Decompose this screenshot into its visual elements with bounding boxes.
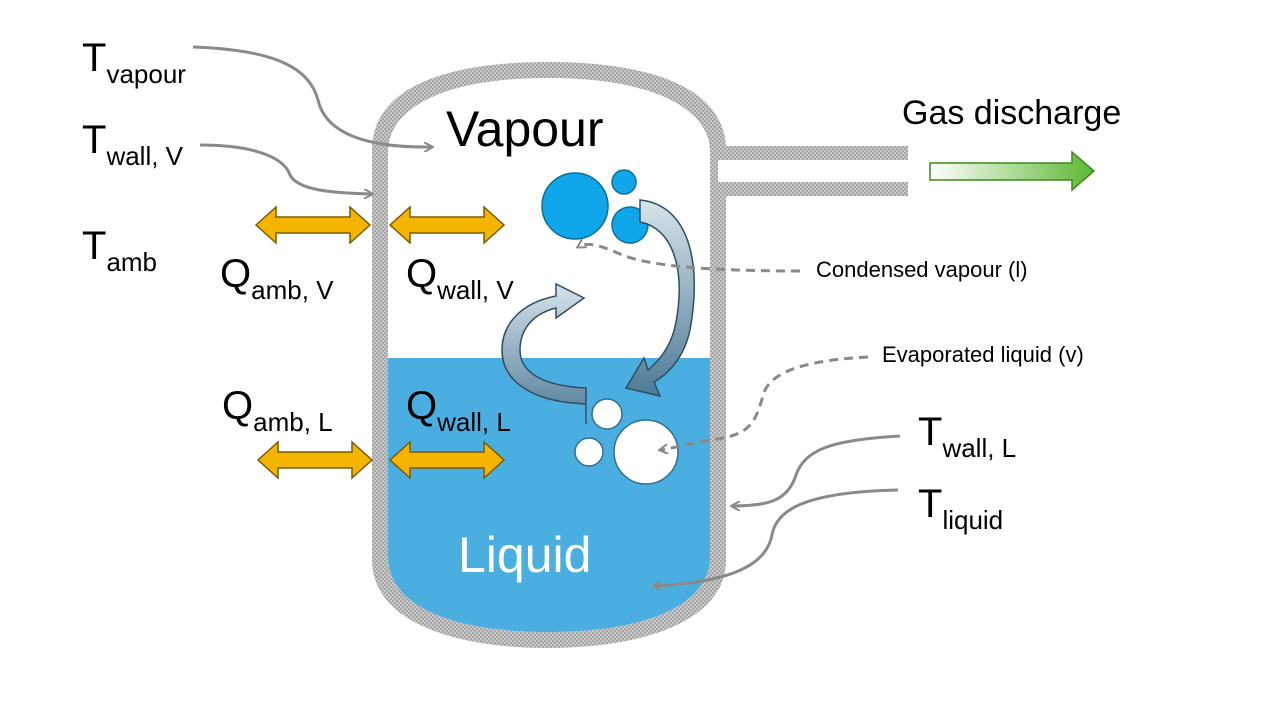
label-vapour: Vapour (446, 101, 604, 157)
label-liquid: Liquid (458, 527, 592, 583)
heat-arrow-amb-v (254, 205, 372, 245)
label-q-amb-v: Qamb, V (220, 252, 334, 305)
leader-condensed-vapour (578, 244, 801, 273)
evaporation-flow-arrow (501, 282, 587, 424)
leader-evaporated-liquid (660, 355, 869, 450)
label-gas-discharge: Gas discharge (902, 94, 1122, 132)
label-t-amb: Tamb (82, 224, 158, 277)
label-t-wall-v: Twall, V (82, 118, 184, 171)
leader-t-wall-v (199, 143, 372, 194)
leader-t-liquid (654, 488, 899, 586)
heat-arrow-amb-l (256, 440, 374, 480)
evaporation-bubbles (574, 398, 679, 485)
label-evaporated-liquid: Evaporated liquid (v) (882, 342, 1084, 367)
label-t-liquid: Tliquid (918, 482, 1004, 535)
label-condensed-vapour: Condensed vapour (l) (816, 257, 1028, 282)
label-t-vapour: Tvapour (82, 36, 186, 89)
condensed-droplets (541, 169, 649, 244)
label-q-wall-v: Qwall, V (406, 252, 514, 305)
label-t-wall-l: Twall, L (918, 410, 1017, 463)
outlet-pipe (718, 146, 908, 196)
heat-arrow-wall-l (388, 440, 506, 480)
leader-t-vapour (192, 45, 432, 147)
heat-arrow-wall-v (388, 205, 506, 245)
label-q-wall-l: Qwall, L (406, 384, 511, 437)
leader-t-wall-l (732, 434, 901, 506)
gas-discharge-arrow (929, 150, 1096, 192)
label-q-amb-l: Qamb, L (222, 384, 333, 437)
